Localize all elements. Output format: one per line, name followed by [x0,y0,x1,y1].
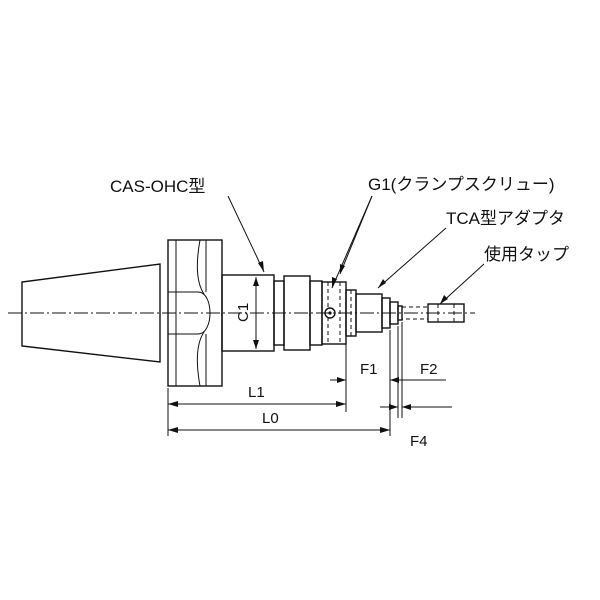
extension-lines [167,322,403,436]
tap-label: 使用タップ [484,244,569,264]
adapter-type-label: TCA型アダプタ [446,209,565,228]
f2-dimension: F2 [380,361,452,410]
l1-dimension: L1 [168,384,346,407]
f2-label: F2 [420,361,438,378]
f4-label: F4 [410,433,428,450]
c1-dimension: C1 [235,277,259,349]
leader-lines [227,195,485,305]
l0-dimension: L0 [168,410,390,433]
f1-dimension: F1 [330,361,420,383]
l0-label: L0 [262,410,279,427]
c1-label: C1 [235,303,252,322]
clamp-screw-label: G1(クランプスクリュー) [368,175,555,194]
l1-label: L1 [248,384,265,401]
holder-type-label: CAS-OHC型 [110,177,205,196]
f1-label: F1 [360,361,378,378]
taper-shank [21,263,161,363]
